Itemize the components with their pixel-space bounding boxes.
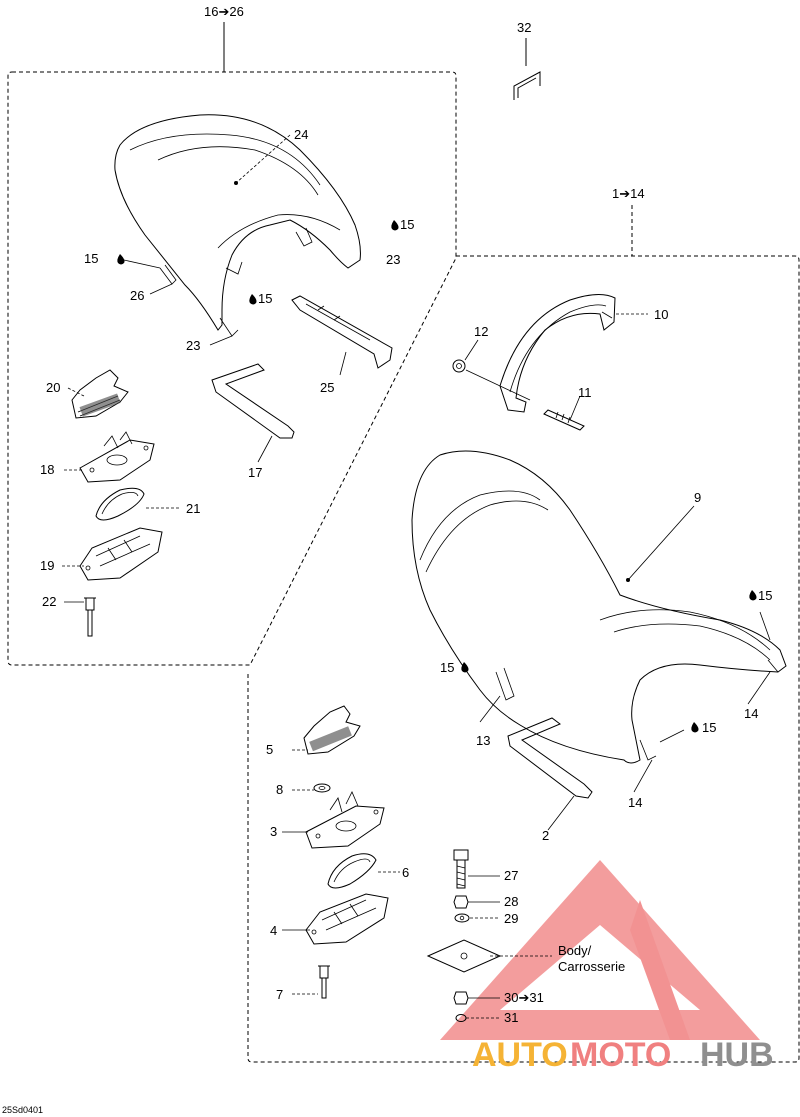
nut-part-12: [452, 359, 466, 373]
label-8: 8: [276, 782, 283, 797]
watermark-auto: AUTO: [472, 1036, 568, 1074]
latch-part-5: [303, 705, 361, 755]
body-panel: [426, 939, 502, 973]
label-22: 22: [42, 594, 56, 609]
clip-part-32: [513, 38, 541, 100]
label-5: 5: [266, 742, 273, 757]
upper-group-label: 16➔26: [204, 4, 244, 19]
passenger-seat-24: [114, 114, 361, 337]
rod-part-17: [211, 363, 295, 439]
pin-part-22: [84, 597, 96, 637]
label-29: 29: [504, 911, 518, 926]
driver-seat-9: [411, 450, 787, 764]
label-10: 10: [654, 307, 668, 322]
gasket-part-6: [327, 853, 377, 889]
body-label-line1: Body/: [558, 943, 592, 958]
nut-part-28: [453, 895, 469, 909]
washer-part-29: [454, 913, 470, 923]
latch-part-20: [71, 369, 129, 419]
washer-part-8: [313, 783, 331, 793]
label-6: 6: [402, 865, 409, 880]
label-23: 23: [386, 252, 400, 267]
nut-part-30: [453, 991, 469, 1005]
bolt-part-27: [453, 849, 469, 889]
label-15: 15: [84, 251, 98, 266]
label-13: 13: [476, 733, 490, 748]
label-28: 28: [504, 894, 518, 909]
label-18: 18: [40, 462, 54, 477]
watermark-logo: [440, 860, 760, 1040]
label-15: 15: [702, 720, 716, 735]
label-31: 31: [504, 1010, 518, 1025]
gasket-part-21: [95, 487, 145, 521]
watermark-hub: HUB: [700, 1036, 774, 1074]
label-25: 25: [320, 380, 334, 395]
label-15: 15: [440, 660, 454, 675]
label-20: 20: [46, 380, 60, 395]
label-14: 14: [744, 706, 758, 721]
lower-group-box: [247, 205, 800, 1063]
lubricant-drop-icons: [117, 220, 757, 733]
base-plate-part-18: [79, 431, 155, 483]
label-7: 7: [276, 987, 283, 1002]
label-26: 26: [130, 288, 144, 303]
base-plate-part-3: [305, 791, 385, 849]
bracket-part-25: [291, 295, 393, 369]
rod-part-2: [507, 717, 593, 799]
base-part-4: [305, 893, 389, 945]
label-21: 21: [186, 501, 200, 516]
bolt-part-11: [543, 409, 585, 431]
label-2: 2: [542, 828, 549, 843]
label-24: 24: [294, 127, 308, 142]
body-label-line2: Carrosserie: [558, 959, 625, 974]
label-23: 23: [186, 338, 200, 353]
label-11: 11: [578, 385, 592, 400]
base-part-19: [79, 527, 163, 581]
label-14: 14: [628, 795, 642, 810]
label-32: 32: [517, 20, 531, 35]
label-27: 27: [504, 868, 518, 883]
label-17: 17: [248, 465, 262, 480]
watermark-moto: MOTO: [570, 1036, 671, 1074]
leader-lines: [62, 134, 771, 1019]
grab-handle-part-10: [499, 294, 616, 413]
label-9: 9: [694, 490, 701, 505]
label-3: 3: [270, 824, 277, 839]
label-12: 12: [474, 324, 488, 339]
upper-group-box: [7, 22, 457, 666]
label-15: 15: [258, 291, 272, 306]
label-15: 15: [758, 588, 772, 603]
lower-group-label: 1➔14: [612, 186, 645, 201]
label-30-31: 30➔31: [504, 990, 544, 1005]
label-4: 4: [270, 923, 277, 938]
pin-part-7: [318, 965, 330, 999]
label-15: 15: [400, 217, 414, 232]
drawing-code: 25Sd0401: [2, 1105, 43, 1115]
label-19: 19: [40, 558, 54, 573]
